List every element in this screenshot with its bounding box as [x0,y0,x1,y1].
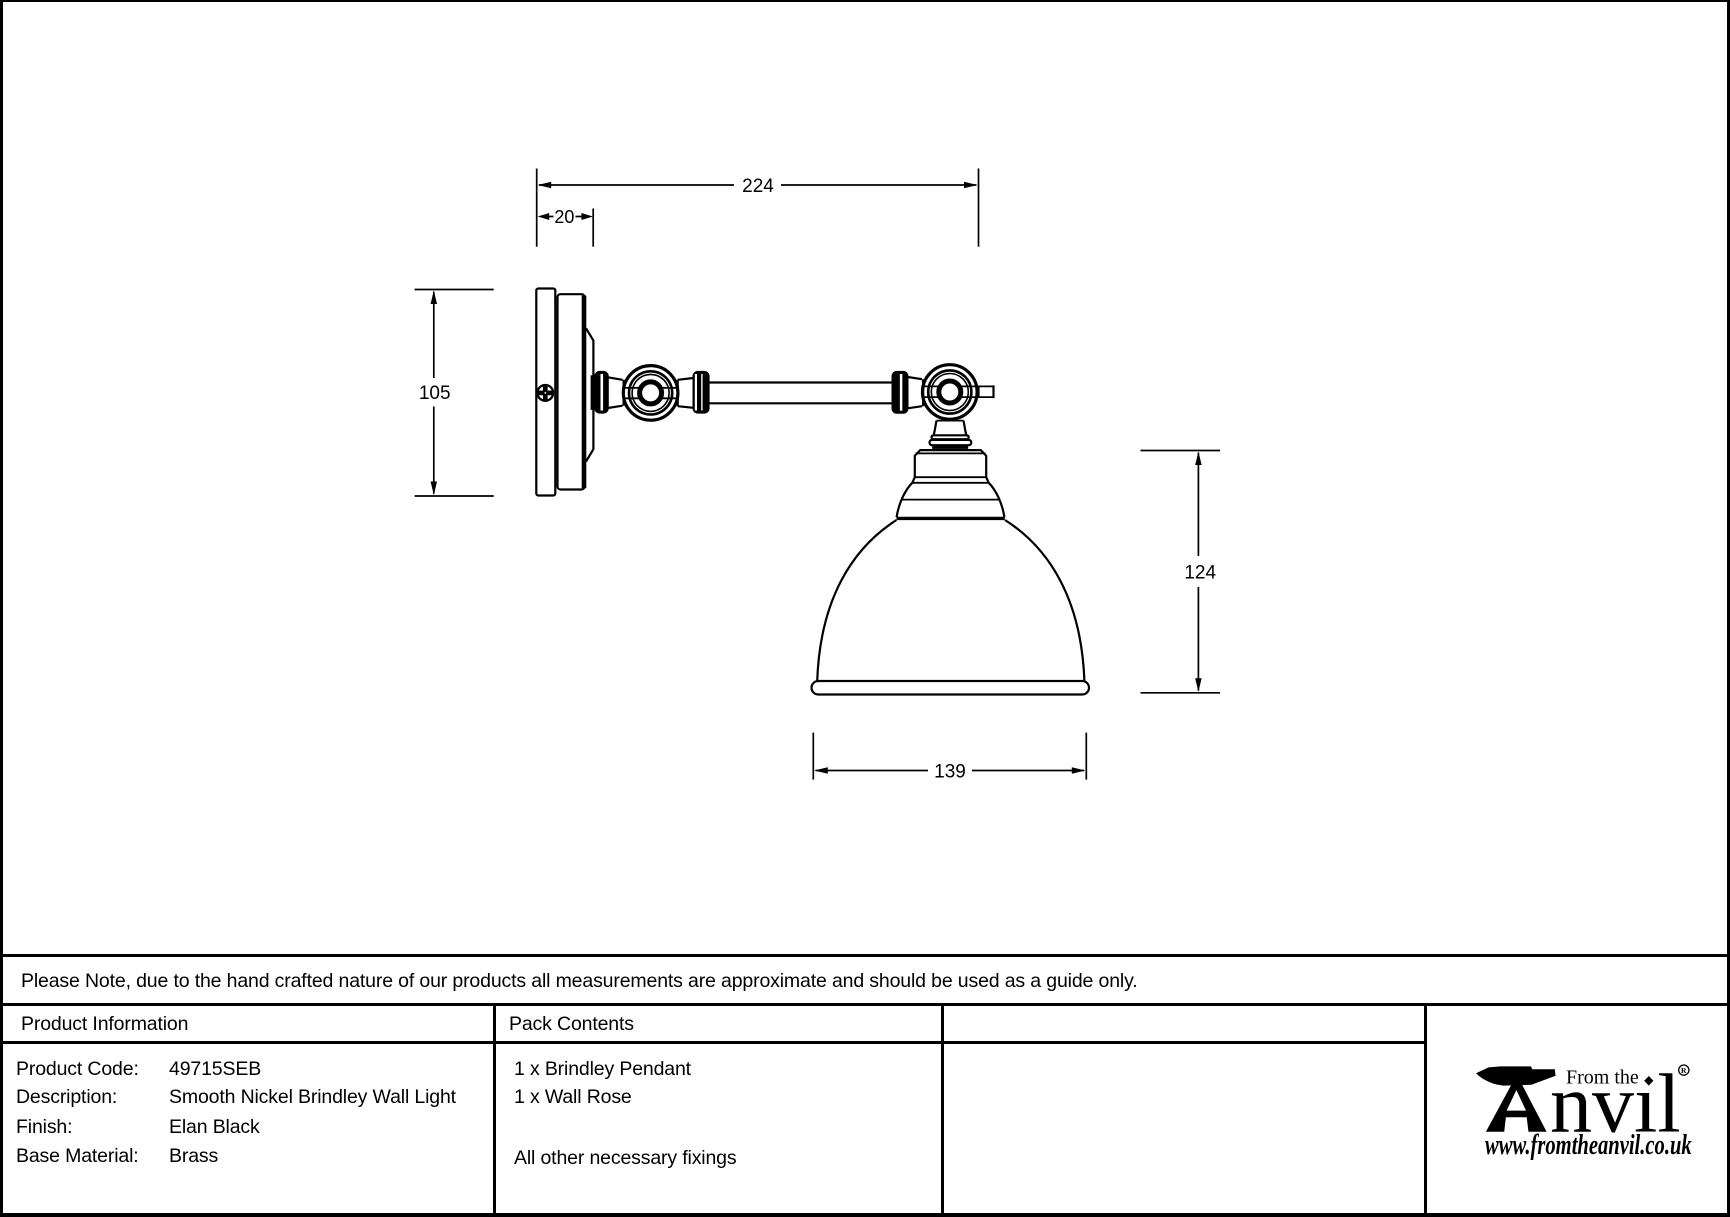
svg-text:From the: From the [1566,1067,1639,1089]
svg-text:105: 105 [419,383,451,404]
svg-text:R: R [1681,1066,1687,1075]
svg-text:nvıl: nvıl [1550,1058,1681,1151]
svg-text:124: 124 [1184,563,1216,584]
svg-text:139: 139 [934,761,966,782]
svg-text:www.fromtheanvil.co.uk: www.fromtheanvil.co.uk [1485,1130,1692,1161]
svg-text:20: 20 [554,207,574,227]
svg-text:224: 224 [742,176,774,197]
